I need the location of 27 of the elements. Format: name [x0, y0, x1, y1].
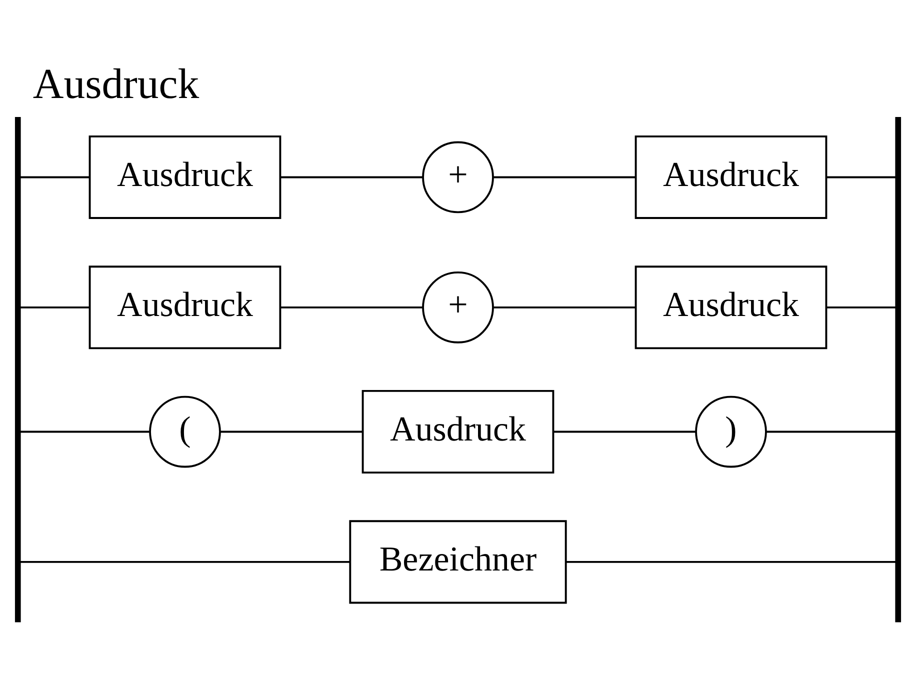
- connector: [826, 306, 896, 308]
- connector: [20, 430, 150, 433]
- connector: [553, 430, 696, 433]
- connector: [20, 306, 90, 308]
- node-circle: +: [422, 141, 494, 214]
- connector: [20, 560, 350, 563]
- connector: [20, 176, 90, 178]
- node-circle: +: [422, 271, 494, 344]
- node-box: Ausdruck: [88, 135, 282, 219]
- node-circle: ): [695, 396, 767, 468]
- node-box: Bezeichner: [349, 520, 567, 604]
- connector: [826, 176, 896, 178]
- connector: [220, 430, 363, 433]
- node-box: Ausdruck: [634, 266, 828, 350]
- node-box: Ausdruck: [88, 266, 282, 350]
- connector: [766, 430, 896, 433]
- node-circle: (: [149, 396, 221, 468]
- node-bar: [895, 116, 902, 622]
- connector: [493, 176, 636, 178]
- node-box: Ausdruck: [362, 390, 554, 474]
- node-bar: [14, 116, 21, 622]
- connector: [493, 306, 636, 308]
- node-box: Ausdruck: [634, 135, 828, 219]
- diagram-title: Ausdruck: [32, 60, 200, 108]
- connector: [280, 176, 423, 178]
- connector: [280, 306, 423, 308]
- connector: [566, 560, 896, 563]
